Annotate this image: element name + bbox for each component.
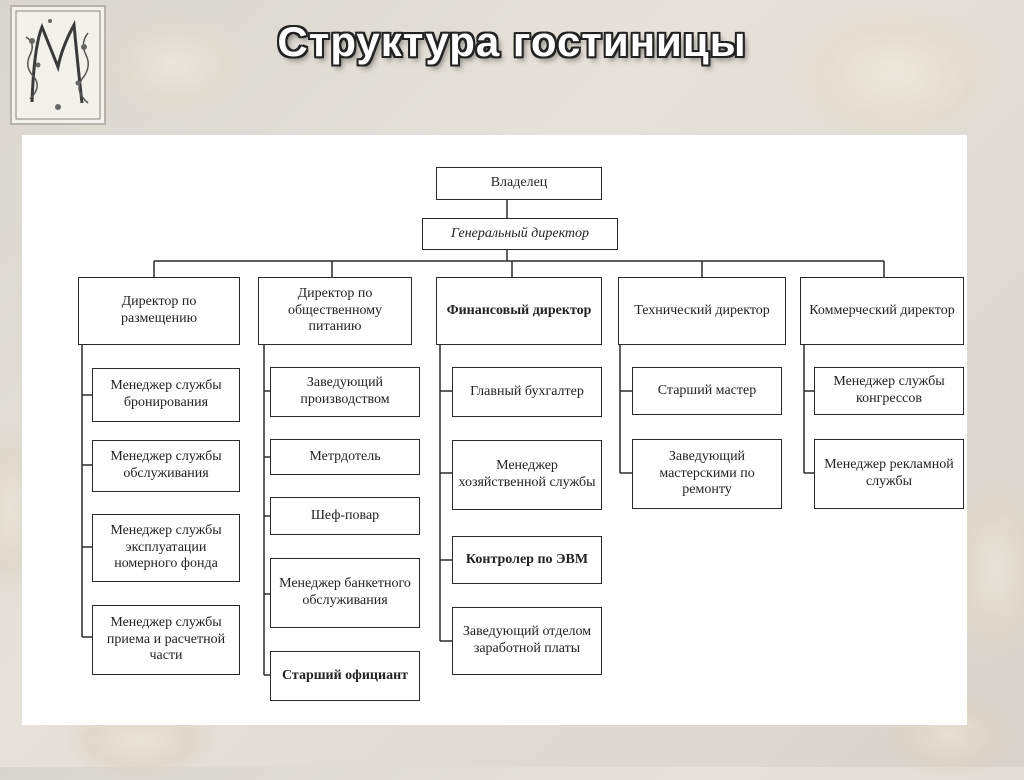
org-chart-panel: Владелец Генеральный директор Директор п…	[22, 135, 967, 725]
chief-accountant-box: Главный бухгалтер	[452, 367, 602, 417]
banquet-manager-box: Менеджер банкетного обслуживания	[270, 558, 420, 628]
director-catering-box: Директор по общественному питанию	[258, 277, 412, 345]
background-flower	[780, 0, 1010, 150]
room-fund-manager-box: Менеджер службы эксплуатации номерного ф…	[92, 514, 240, 582]
owner-box: Владелец	[436, 167, 602, 200]
booking-manager-box: Менеджер службы бронирования	[92, 368, 240, 422]
connector-lines	[81, 200, 885, 676]
repair-workshops-head-box: Заведующий мастерскими по ремонту	[632, 439, 782, 509]
payroll-head-box: Заведующий отделом заработной платы	[452, 607, 602, 675]
director-accommodation-box: Директор по размещению	[78, 277, 240, 345]
computer-controller-box: Контролер по ЭВМ	[452, 536, 602, 584]
general-director-box: Генеральный директор	[422, 218, 618, 250]
senior-waiter-box: Старший официант	[270, 651, 420, 701]
advertising-manager-box: Менеджер рекламной службы	[814, 439, 964, 509]
congress-manager-box: Менеджер службы конгрессов	[814, 367, 964, 415]
maitre-d-box: Метрдотель	[270, 439, 420, 475]
production-head-box: Заведующий производством	[270, 367, 420, 417]
monogram-icon	[15, 10, 101, 120]
household-manager-box: Менеджер хозяйственной службы	[452, 440, 602, 510]
director-technical-box: Технический директор	[618, 277, 786, 345]
chef-box: Шеф-повар	[270, 497, 420, 535]
service-manager-box: Менеджер службы обслуживания	[92, 440, 240, 492]
senior-master-box: Старший мастер	[632, 367, 782, 415]
slide-title: Структура гостиницы	[277, 18, 747, 65]
director-finance-box: Финансовый директор	[436, 277, 602, 345]
reception-manager-box: Менеджер службы приема и расчетной части	[92, 605, 240, 675]
monogram-logo	[10, 5, 106, 125]
background-flower	[95, 10, 255, 120]
director-commercial-box: Коммерческий директор	[800, 277, 964, 345]
